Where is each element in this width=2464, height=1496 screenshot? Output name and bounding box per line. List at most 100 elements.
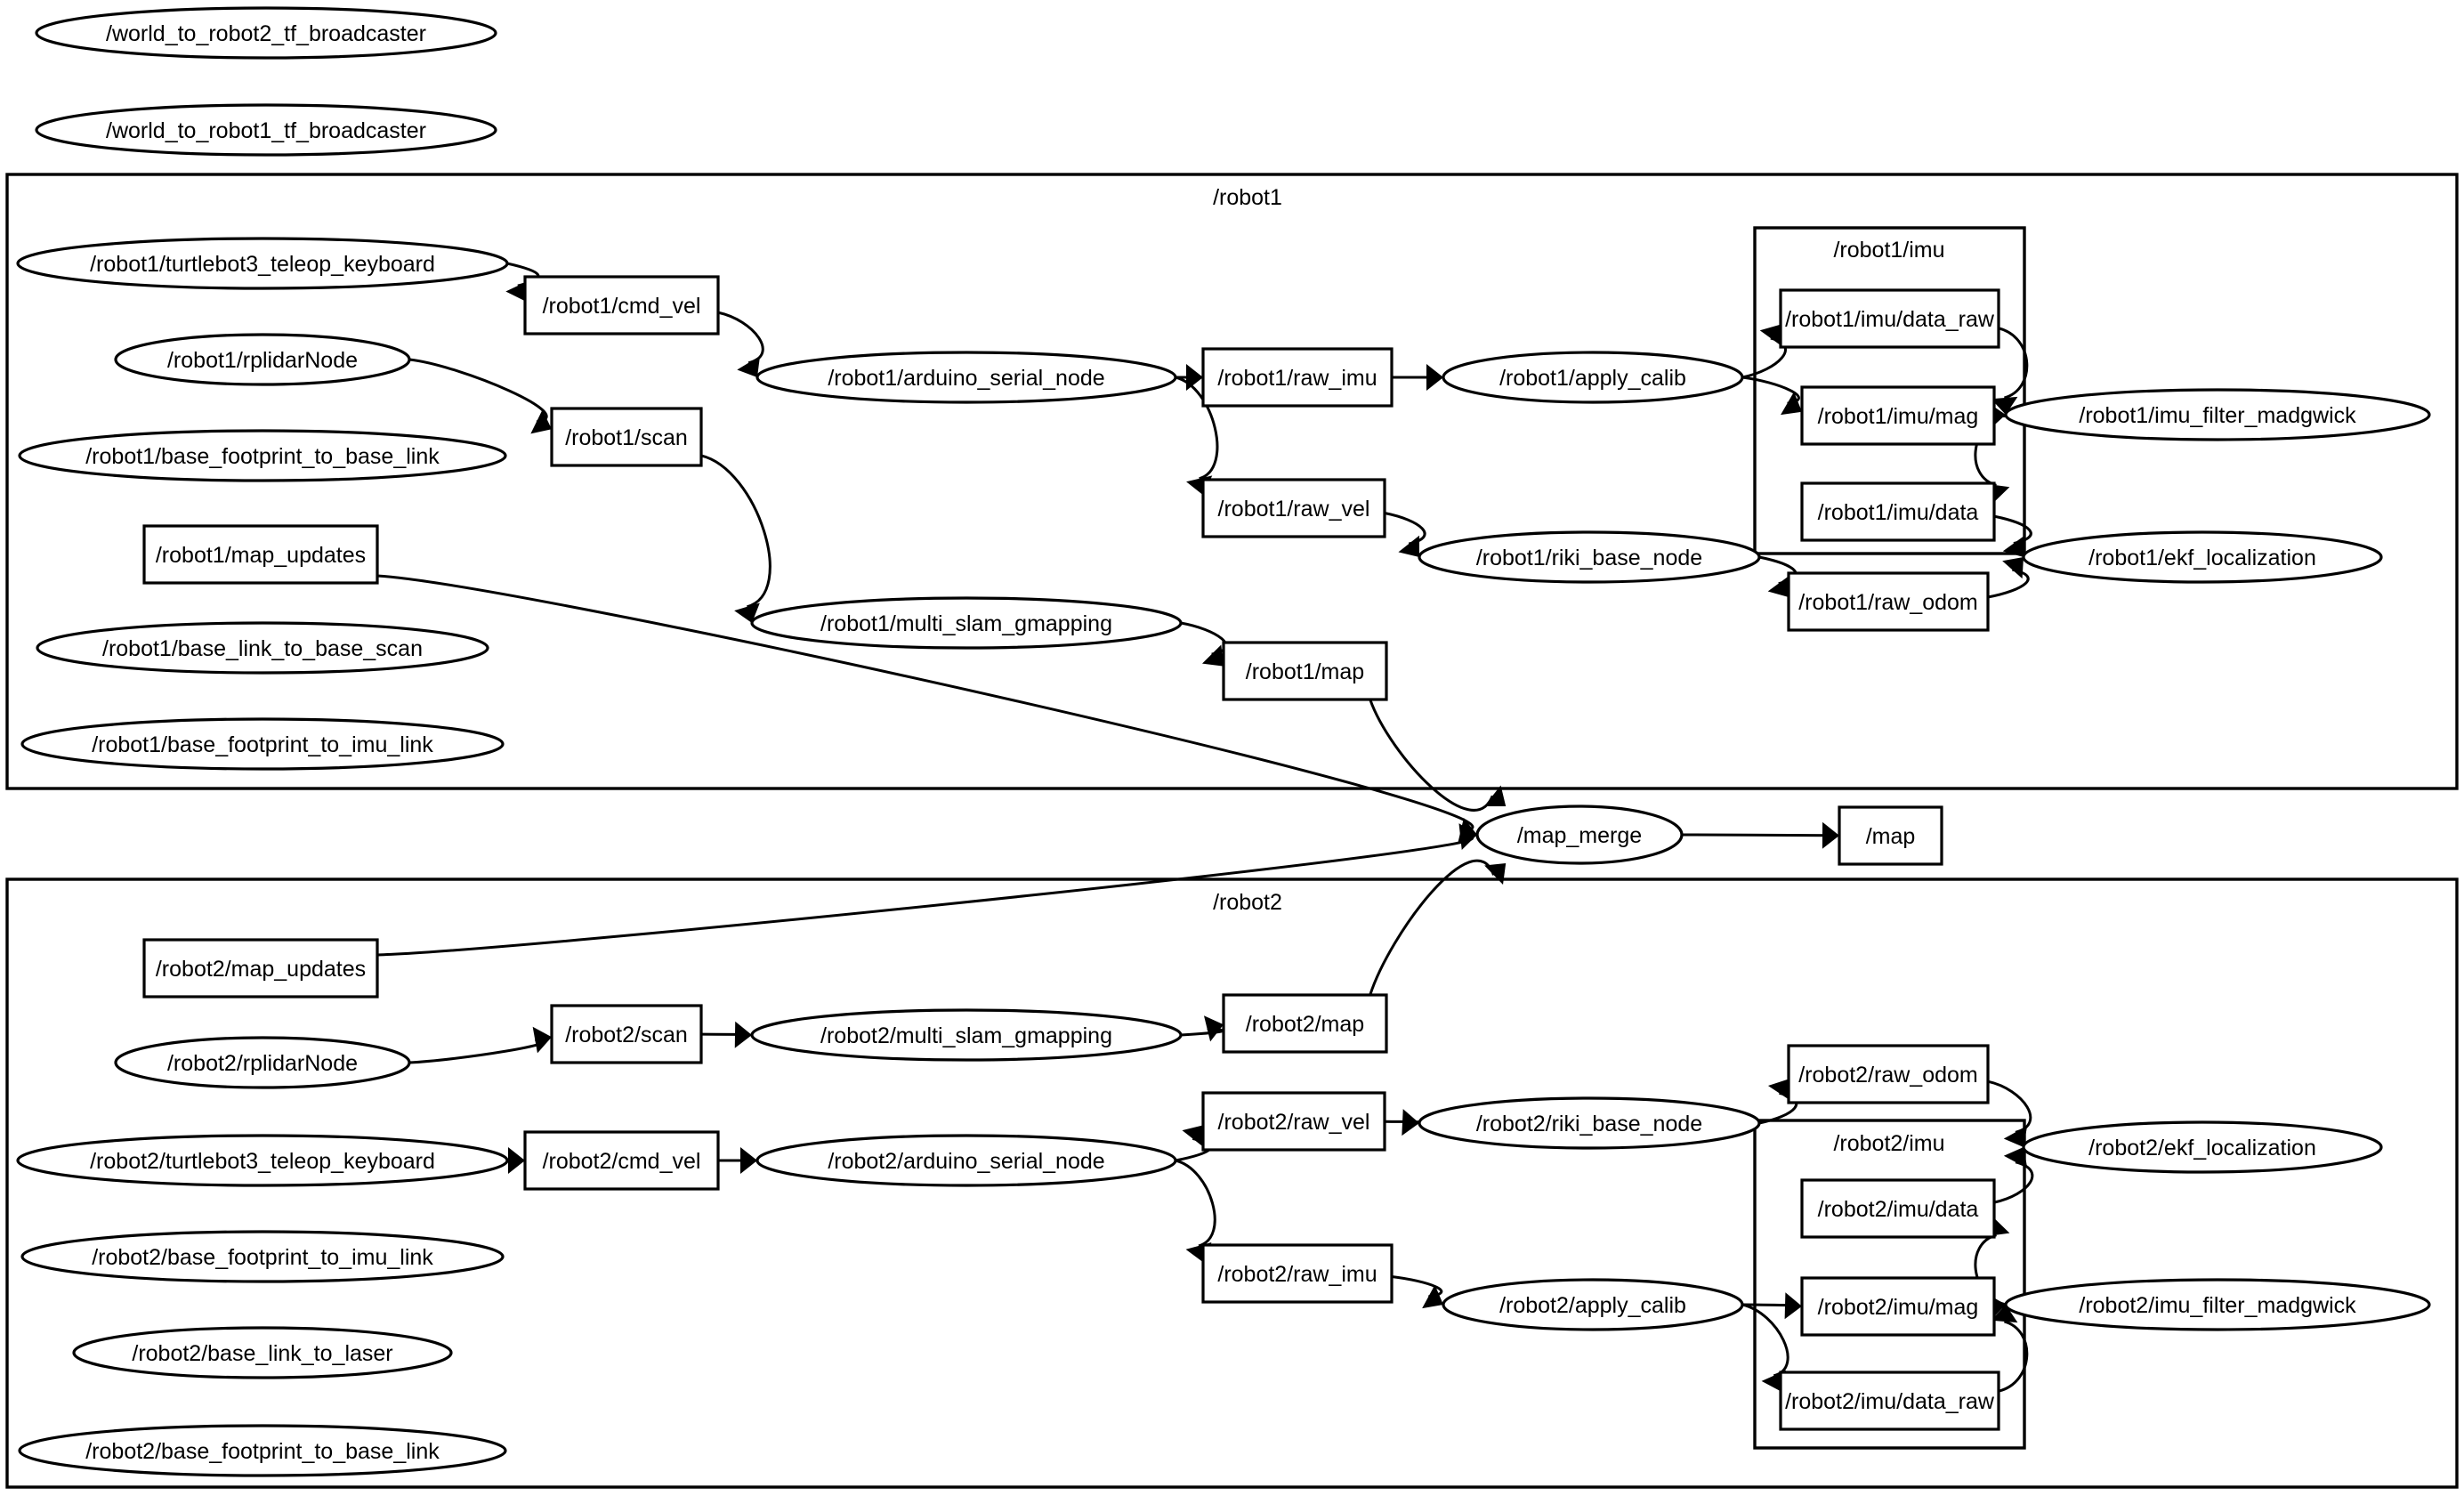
- node-shape-rect: [1838, 805, 1943, 866]
- ros-topic-r2_imu_data[interactable]: /robot2/imu/data: [1800, 1178, 1996, 1239]
- node-label: /robot1/raw_odom: [1798, 590, 1978, 615]
- ros-node-r1_applycalib[interactable]: /robot1/apply_calib: [1442, 351, 1744, 404]
- node-shape-rect: [1800, 1276, 1996, 1337]
- ros-node-r2_riki[interactable]: /robot2/riki_base_node: [1418, 1096, 1761, 1150]
- ros-node-map_merge[interactable]: /map_merge: [1475, 805, 1684, 865]
- edge-arrowhead: [2002, 535, 2025, 557]
- ros-node-r1_bf2bl[interactable]: /robot1/base_footprint_to_base_link: [18, 429, 507, 482]
- cluster-robot1[interactable]: /robot1: [5, 173, 2459, 790]
- ros-node-r1_rplidar[interactable]: /robot1/rplidarNode: [114, 333, 411, 386]
- ros-node-r1_madgwick[interactable]: /robot1/imu_filter_madgwick: [2004, 388, 2431, 441]
- ros-topic-r1_imu_data[interactable]: /robot1/imu/data: [1800, 481, 1996, 542]
- ros-topic-r1_cmdvel[interactable]: /robot1/cmd_vel: [523, 275, 720, 336]
- ros-topic-r2_scan[interactable]: /robot2/scan: [550, 1004, 703, 1064]
- ros-topic-r1_imu_mag[interactable]: /robot1/imu/mag: [1800, 385, 1996, 446]
- node-label: /robot1/map_updates: [156, 543, 366, 568]
- edge-arrowhead: [1422, 1284, 1443, 1309]
- ros-node-r1_arduino[interactable]: /robot1/arduino_serial_node: [755, 351, 1177, 404]
- edge-r1_rplidar-to-r1_scan: [408, 358, 552, 434]
- ros-node-r2_bf2imu[interactable]: /robot2/base_footprint_to_imu_link: [20, 1230, 505, 1283]
- ros-topic-r1_mapupd[interactable]: /robot1/map_updates: [142, 524, 379, 585]
- node-shape-rect: [523, 1130, 720, 1191]
- ros-node-r2_bf2bl[interactable]: /robot2/base_footprint_to_base_link: [18, 1424, 507, 1477]
- ros-node-r2_teleop[interactable]: /robot2/turtlebot3_teleop_keyboard: [16, 1134, 509, 1187]
- node-shape-rect: [1201, 1243, 1394, 1304]
- ros-topic-r1_imu_dataraw[interactable]: /robot1/imu/data_raw: [1779, 288, 2000, 349]
- ros-node-r2_arduino[interactable]: /robot2/arduino_serial_node: [755, 1134, 1177, 1187]
- ros-node-r2_rplidar[interactable]: /robot2/rplidarNode: [114, 1036, 411, 1089]
- edge-arrowhead: [1182, 1125, 1204, 1147]
- cluster-robot2[interactable]: /robot2: [5, 877, 2459, 1489]
- ros-node-r1_bf2imu[interactable]: /robot1/base_footprint_to_imu_link: [20, 717, 505, 771]
- edge-line: [1369, 699, 1494, 812]
- ros-node-r2_applycalib[interactable]: /robot2/apply_calib: [1442, 1278, 1744, 1331]
- ros-topic-r1_scan[interactable]: /robot1/scan: [550, 407, 703, 467]
- nodes-layer: /world_to_robot2_tf_broadcaster/world_to…: [16, 6, 2431, 1477]
- ros-node-r1_riki[interactable]: /robot1/riki_base_node: [1418, 530, 1761, 584]
- ros-node-r2_gmapping[interactable]: /robot2/multi_slam_gmapping: [750, 1008, 1183, 1062]
- ros-node-r2_madgwick[interactable]: /robot2/imu_filter_madgwick: [2004, 1278, 2431, 1331]
- edge-r1_imu_dataraw-to-r1_madgwick: [1991, 327, 2029, 415]
- edge-r2_scan-to-r2_gmapping: [700, 1021, 752, 1048]
- node-label: /world_to_robot1_tf_broadcaster: [106, 118, 426, 143]
- ros-node-r1_bl2bs[interactable]: /robot1/base_link_to_base_scan: [36, 621, 489, 675]
- edge-r2_rplidar-to-r2_scan: [408, 1026, 552, 1064]
- ros-topic-r2_rawodom[interactable]: /robot2/raw_odom: [1787, 1044, 1990, 1104]
- cluster-label: /robot1: [1213, 185, 1282, 210]
- edge-line: [408, 1039, 545, 1064]
- node-label: /robot2/imu_filter_madgwick: [2079, 1293, 2356, 1318]
- ros-topic-r2_imu_dataraw[interactable]: /robot2/imu/data_raw: [1779, 1371, 2000, 1431]
- ros-topic-r2_rawvel[interactable]: /robot2/raw_vel: [1201, 1091, 1386, 1152]
- ros-node-r2_bl2laser[interactable]: /robot2/base_link_to_laser: [72, 1326, 453, 1379]
- node-label: /robot1/imu/data_raw: [1785, 307, 1995, 332]
- ros-topic-r2_rawimu[interactable]: /robot2/raw_imu: [1201, 1243, 1394, 1304]
- node-shape-ellipse: [1418, 1096, 1761, 1150]
- ros-node-r1_ekf[interactable]: /robot1/ekf_localization: [2022, 530, 2383, 584]
- node-label: /world_to_robot2_tf_broadcaster: [106, 21, 426, 46]
- edge-arrowhead: [1458, 823, 1477, 850]
- edge-r1_rawimu-to-r1_applycalib: [1392, 364, 1443, 391]
- cluster-border: [5, 173, 2459, 790]
- cluster-boxes-layer: /robot1/robot1/imu/robot2/robot2/imu: [5, 173, 2459, 1489]
- ros-topic-r1_rawodom[interactable]: /robot1/raw_odom: [1787, 571, 1990, 632]
- ros-topic-r1_rawimu[interactable]: /robot1/raw_imu: [1201, 347, 1394, 408]
- edge-line: [1998, 1320, 2029, 1393]
- edge-r1_imu_data-to-r1_ekf: [1993, 514, 2032, 557]
- edge-line: [1993, 1160, 2034, 1204]
- node-shape-ellipse: [750, 596, 1183, 650]
- node-label: /robot1/rplidarNode: [167, 348, 358, 373]
- edge-arrowhead: [1402, 1109, 1419, 1136]
- node-shape-ellipse: [114, 1036, 411, 1089]
- ros-topic-r2_cmdvel[interactable]: /robot2/cmd_vel: [523, 1130, 720, 1191]
- edge-r1_applycalib-to-r1_imu_mag: [1741, 376, 1802, 416]
- node-label: /robot1/multi_slam_gmapping: [820, 611, 1112, 636]
- ros-node-r1_gmapping[interactable]: /robot1/multi_slam_gmapping: [750, 596, 1183, 650]
- cluster-robot2_imu[interactable]: /robot2/imu: [1753, 1119, 2026, 1450]
- node-shape-ellipse: [750, 1008, 1183, 1062]
- node-label: /map_merge: [1517, 823, 1642, 848]
- ros-topic-r2_mapupd[interactable]: /robot2/map_updates: [142, 938, 379, 999]
- edge-arrowhead: [2003, 1126, 2028, 1147]
- node-label: /robot2/imu/data: [1818, 1197, 1979, 1222]
- node-label: /robot1/ekf_localization: [2088, 546, 2316, 570]
- node-shape-rect: [550, 407, 703, 467]
- edge-r1_cmdvel-to-r1_arduino: [717, 311, 764, 377]
- node-shape-rect: [523, 275, 720, 336]
- ros-topic-r1_rawvel[interactable]: /robot1/raw_vel: [1201, 478, 1386, 538]
- edge-arrowhead: [734, 602, 760, 623]
- ros-node-r2_ekf[interactable]: /robot2/ekf_localization: [2022, 1120, 2383, 1174]
- node-label: /robot2/base_footprint_to_imu_link: [92, 1245, 433, 1270]
- node-shape-ellipse: [1475, 805, 1684, 865]
- ros-topic-r2_map[interactable]: /robot2/map: [1222, 993, 1388, 1054]
- ros-node-r1_teleop[interactable]: /robot1/turtlebot3_teleop_keyboard: [16, 237, 509, 290]
- ros-node-w1tf[interactable]: /world_to_robot1_tf_broadcaster: [35, 103, 497, 157]
- edge-arrowhead: [1398, 535, 1420, 557]
- ros-topic-map[interactable]: /map: [1838, 805, 1943, 866]
- node-shape-rect: [1201, 478, 1386, 538]
- cluster-robot1_imu[interactable]: /robot1/imu: [1753, 226, 2026, 555]
- ros-topic-r1_map[interactable]: /robot1/map: [1222, 641, 1388, 701]
- ros-topic-r2_imu_mag[interactable]: /robot2/imu/mag: [1800, 1276, 1996, 1337]
- ros-node-w2tf[interactable]: /world_to_robot2_tf_broadcaster: [35, 6, 497, 60]
- node-shape-rect: [142, 938, 379, 999]
